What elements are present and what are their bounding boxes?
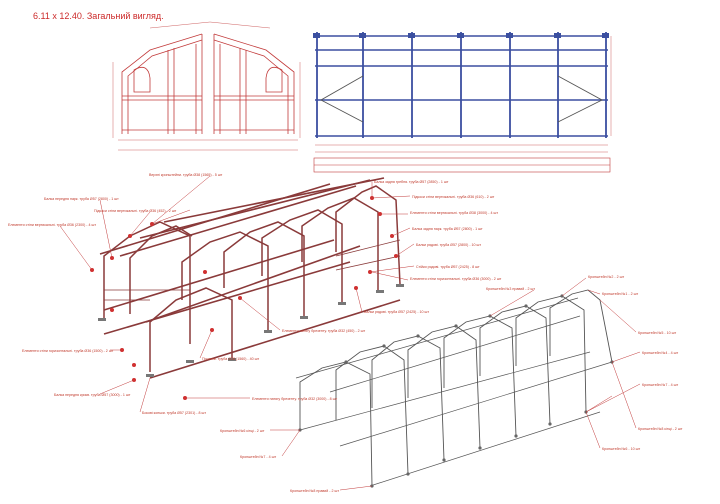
label-front-rafter-beam: Балка передня крокв. труба Ø57 (3000) - … [54, 393, 131, 397]
label-bracket-6: Кронштейн №6 - 10 шт [602, 447, 640, 451]
bracket-callouts: Кронштейн №2 - 2 шт Кронштейн №3 правий … [220, 275, 683, 493]
brackets-3d [295, 289, 614, 488]
label-wall-brace-452: Підкоси стіни вертикальні. труба Ø36 (45… [94, 209, 177, 213]
label-wall-horizontal-3000: Елементи стіни горизонтальні. труба Ø36 … [410, 277, 502, 281]
label-wall-vertical-3000: Елементи стіни вертикальні. труба Ø38 (3… [410, 211, 498, 215]
label-bracket-7: Кронштейн №7 - 4 шт [642, 383, 678, 387]
label-bracket-8-ends: Кронштейн №8 кінці - 2 шт [638, 427, 683, 431]
side-elevation [313, 32, 612, 173]
label-bracket-3-right: Кронштейн №3 правий - 2 шт [486, 287, 535, 291]
label-row-beams-2425: Балки рядові. труба Ø57 (2425) - 10 шт [364, 310, 429, 314]
label-wall-vertical-2300: Елементи стіни вертикальні. труба Ø36 (2… [8, 223, 96, 227]
label-tension-450: Елементи натягу брезенту. труба Ø32 (450… [282, 329, 366, 333]
label-bracket-5: Кронштейн №5 - 10 шт [638, 331, 676, 335]
label-rear-ridge-beam: Балка задня гребня. труба Ø57 (2850) - 1… [374, 180, 449, 184]
label-row-posts: Стійки рядові. труба Ø57 (2425) - 8 шт [416, 265, 480, 269]
label-wall-horizontal-1500: Елементи стіни горизонтальні. труба Ø36 … [22, 349, 114, 353]
label-rear-eave-beam: Балка задня парк. труба Ø57 (2800) - 1 ш… [412, 227, 483, 231]
label-wall-brace-610: Підкоси стіни вертикальні. труба Ø36 (61… [412, 195, 495, 199]
label-bracket-1: Кронштейн №1 - 2 шт [602, 292, 638, 296]
label-front-eave-beam: Балка передня парк. труба Ø57 (2800) - 1… [44, 197, 119, 201]
frame-3d [90, 177, 404, 400]
label-side-ridges: Бокові коньки. труба Ø57 (2301) - 8 шт [142, 411, 206, 415]
label-bracket-8-right: Кронштейн №8 правий - 2 шт [290, 489, 339, 493]
label-top-brackets: Верхні кронштейни. труба Ø38 (1565) - 5 … [149, 173, 223, 177]
label-purlins: Прогони. труба Ø38 (1560) - 40 шт [202, 357, 259, 361]
label-bracket-2: Кронштейн №2 - 2 шт [588, 275, 624, 279]
drawing-title: 6.11 x 12.40. Загальний вигляд. [33, 11, 164, 21]
label-row-beams-2800: Балки рядові. труба Ø57 (2800) - 10 шт [416, 243, 481, 247]
label-tension-3000: Елементи натягу брезенту. труба Ø32 (300… [252, 397, 338, 401]
front-elevation [112, 21, 301, 151]
label-bracket-6-ends: Кронштейн №6 кінці - 2 шт [220, 429, 265, 433]
label-bracket-4: Кронштейн №4 - 4 шт [642, 351, 678, 355]
frame-callouts: Верхні кронштейни. труба Ø38 (1565) - 5 … [8, 173, 502, 415]
leader-lines [59, 175, 641, 491]
label-bracket-7-b: Кронштейн №7 - 4 шт [240, 455, 276, 459]
